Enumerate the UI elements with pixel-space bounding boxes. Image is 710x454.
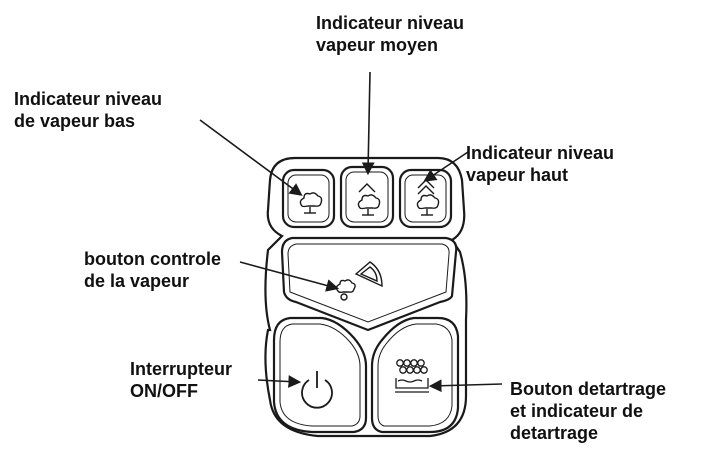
steam-low-label: Indicateur niveau de vapeur bas xyxy=(14,88,162,132)
steam-high-label-line1: Indicateur niveau xyxy=(466,143,615,163)
steam-low-icon xyxy=(299,192,323,214)
steam-control-label: bouton controle de la vapeur xyxy=(84,248,221,292)
steam-control-label-line2: de la vapeur xyxy=(84,271,190,291)
power-label: Interrupteur ON/OFF xyxy=(130,358,232,402)
power-icon xyxy=(301,371,333,409)
steam-medium-icon xyxy=(357,183,381,216)
descale-label-line1: Bouton detartrage xyxy=(510,379,667,399)
leader-power xyxy=(257,375,302,388)
power-label-line2: ON/OFF xyxy=(130,381,198,401)
steam-low-label-line2: de vapeur bas xyxy=(14,111,136,131)
steam-control-button[interactable] xyxy=(280,236,458,332)
descale-label-line3: detartrage xyxy=(510,423,599,443)
steam-high-label: Indicateur niveau vapeur haut xyxy=(466,142,614,186)
steam-low-label-line1: Indicateur niveau xyxy=(14,89,163,109)
steam-medium-button[interactable] xyxy=(339,165,395,229)
steam-control-label-line1: bouton controle xyxy=(84,249,221,269)
descale-label-line2: et indicateur de xyxy=(510,401,644,421)
leader-steam-control xyxy=(239,261,340,292)
steam-high-label-line2: vapeur haut xyxy=(466,165,569,185)
leader-descale xyxy=(428,379,503,393)
leader-steam-low xyxy=(199,119,303,196)
descale-button[interactable] xyxy=(370,316,460,434)
leader-steam-high xyxy=(423,151,469,182)
power-button[interactable] xyxy=(272,316,368,434)
steam-high-button[interactable] xyxy=(398,168,453,229)
steam-medium-label-line1: Indicateur niveau xyxy=(316,13,465,33)
steam-medium-label-line2: vapeur moyen xyxy=(316,35,439,55)
steam-low-button[interactable] xyxy=(281,168,336,229)
steam-medium-label: Indicateur niveau vapeur moyen xyxy=(316,12,464,56)
descale-icon xyxy=(395,359,429,393)
descale-label: Bouton detartrage et indicateur de detar… xyxy=(510,378,666,444)
steam-control-icon xyxy=(335,261,383,301)
power-label-line1: Interrupteur xyxy=(130,359,233,379)
leader-steam-medium xyxy=(361,71,375,176)
